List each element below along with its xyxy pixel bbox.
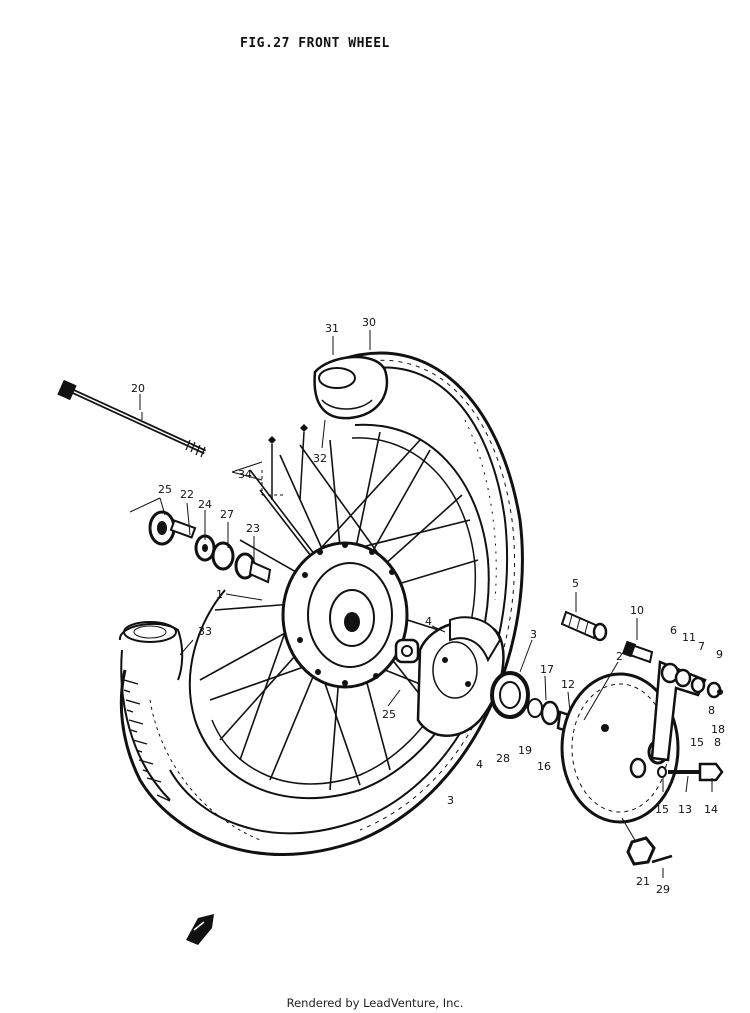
callout-3a: 3 [530, 628, 537, 641]
leader-lines [129, 330, 713, 878]
callout-19: 19 [518, 744, 532, 757]
callout-4a: 4 [425, 615, 432, 628]
callout-8b: 8 [714, 736, 721, 749]
callout-16: 16 [537, 760, 551, 773]
callout-20: 20 [131, 382, 145, 395]
callout-23: 23 [246, 522, 260, 535]
callout-31: 31 [325, 322, 339, 335]
callout-10: 10 [630, 604, 644, 617]
callout-3b: 3 [447, 794, 454, 807]
callout-15b: 15 [655, 803, 669, 816]
callout-13: 13 [678, 803, 692, 816]
callout-15a: 15 [690, 736, 704, 749]
callout-6: 6 [670, 624, 677, 637]
callout-2: 2 [616, 650, 623, 663]
callout-5: 5 [572, 577, 579, 590]
callout-1: 1 [216, 588, 223, 601]
callout-24: 24 [198, 498, 212, 511]
callout-14: 14 [704, 803, 718, 816]
callout-30: 30 [362, 316, 376, 329]
spoke-nipples [261, 424, 308, 501]
callout-28: 28 [496, 752, 510, 765]
footer-credit: Rendered by LeadVenture, Inc. [286, 996, 464, 1010]
axle-nut [626, 836, 673, 866]
callout-11: 11 [682, 631, 696, 644]
brake-seal [490, 671, 530, 719]
callout-4b: 4 [476, 758, 483, 771]
cam-bolt [621, 640, 654, 664]
callout-22: 22 [180, 488, 194, 501]
callout-8a: 8 [708, 704, 715, 717]
callout-34: 34 [238, 468, 252, 481]
anchor-bolt [657, 762, 724, 782]
callout-21: 21 [636, 875, 650, 888]
callout-labels: 20 31 30 32 34 25 22 24 27 23 1 33 25 4 … [131, 316, 725, 896]
rim-band [313, 355, 389, 420]
callout-9: 9 [716, 648, 723, 661]
callout-18: 18 [711, 723, 725, 736]
direction-arrow-icon [186, 914, 214, 945]
callout-33: 33 [198, 625, 212, 638]
callout-25a: 25 [158, 483, 172, 496]
callout-12: 12 [561, 678, 575, 691]
callout-32: 32 [313, 452, 327, 465]
left-spacers [148, 510, 272, 584]
callout-29: 29 [656, 883, 670, 896]
callout-25b: 25 [382, 708, 396, 721]
speedometer-cable-fitting [560, 610, 608, 642]
figure-title: FIG.27 FRONT WHEEL [240, 36, 390, 51]
callout-27: 27 [220, 508, 234, 521]
brake-shoes [394, 616, 505, 737]
callout-17: 17 [540, 663, 554, 676]
brake-cam-lever [650, 660, 723, 762]
front-axle [57, 379, 207, 458]
callout-7: 7 [698, 640, 705, 653]
hub [281, 541, 409, 689]
